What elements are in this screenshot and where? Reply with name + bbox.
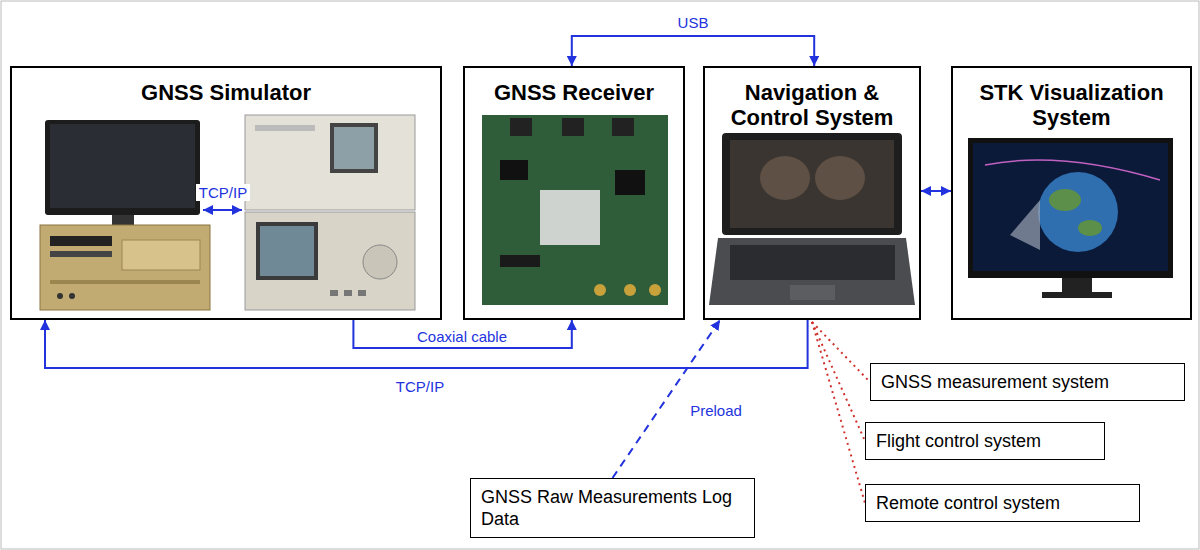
illustration-part xyxy=(615,170,645,195)
data-box: GNSS Raw Measurements Log Data xyxy=(470,478,755,538)
illustration-part xyxy=(562,118,584,136)
subsystem-box: GNSS measurement system xyxy=(870,363,1185,401)
illustration-part xyxy=(1042,292,1112,298)
illustration-part xyxy=(760,156,810,200)
illustration-part xyxy=(1038,172,1118,252)
computer-photo xyxy=(40,120,210,310)
system-box: Navigation & Control System xyxy=(703,66,921,320)
illustration-part xyxy=(57,293,63,299)
laptop-photo xyxy=(709,133,915,305)
simulator-photo xyxy=(245,115,415,310)
coax-link xyxy=(353,320,571,348)
illustration-part xyxy=(344,290,352,296)
box-title: Flight control system xyxy=(876,430,1094,452)
illustration-part xyxy=(50,124,195,208)
illustration-part xyxy=(594,284,606,296)
subsystem-box: Remote control system xyxy=(865,484,1140,522)
illustration-part xyxy=(50,236,112,246)
illustration-part xyxy=(256,222,318,280)
illustration-part xyxy=(112,215,134,225)
illustration-part xyxy=(985,160,1160,180)
link-label: USB xyxy=(675,14,712,31)
illustration-part xyxy=(968,138,1173,278)
illustration-part xyxy=(1010,200,1040,250)
illustration-part xyxy=(482,115,668,305)
illustration-part xyxy=(500,255,540,267)
system-box: STK Visualization System xyxy=(951,66,1192,320)
display-link xyxy=(921,190,951,192)
illustration-part xyxy=(1078,220,1102,236)
tcpip-link xyxy=(203,209,242,211)
illustration-part xyxy=(334,127,374,169)
illustration-part xyxy=(122,240,200,270)
illustration-part xyxy=(730,140,894,228)
box-title: STK Visualization System xyxy=(961,80,1182,130)
link-label: Preload xyxy=(687,402,745,419)
illustration-part xyxy=(45,120,200,215)
illustration-part xyxy=(330,290,338,296)
box-title: Navigation & Control System xyxy=(713,80,911,130)
illustration-part xyxy=(815,156,865,200)
link-label: TCP/IP xyxy=(393,378,447,395)
illustration-part xyxy=(1062,278,1092,292)
illustration-part xyxy=(50,251,112,257)
illustration-part xyxy=(245,115,415,210)
box-title: GNSS measurement system xyxy=(881,371,1174,393)
illustration-part xyxy=(510,118,532,136)
illustration-part xyxy=(624,284,636,296)
illustration-part xyxy=(358,290,366,296)
illustration-part xyxy=(649,284,661,296)
illustration-part xyxy=(260,226,314,276)
link-label: TCP/IP xyxy=(196,184,250,201)
box-title: GNSS Receiver xyxy=(473,80,675,105)
illustration-part xyxy=(40,225,210,310)
box-title: Remote control system xyxy=(876,492,1129,514)
illustration-part xyxy=(69,293,75,299)
illustration-part xyxy=(255,125,315,131)
preload-link xyxy=(613,320,721,478)
receiver-board-photo xyxy=(482,115,668,305)
box-title: GNSS Simulator xyxy=(20,80,432,105)
illustration-part xyxy=(330,123,378,173)
subsystem-link xyxy=(812,322,865,441)
illustration-part xyxy=(50,280,200,284)
illustration-part xyxy=(722,133,902,235)
subsystem-link xyxy=(812,322,865,503)
system-box: GNSS Receiver xyxy=(463,66,685,320)
link-label: Coaxial cable xyxy=(414,328,510,345)
usb-link xyxy=(572,36,814,66)
illustration-part xyxy=(730,245,895,280)
illustration-part xyxy=(500,160,528,180)
illustration-part xyxy=(363,245,397,279)
illustration-part xyxy=(790,285,835,300)
illustration-part xyxy=(1049,189,1081,211)
illustration-part xyxy=(245,212,415,310)
illustration-part xyxy=(709,238,915,305)
illustration-part xyxy=(540,190,600,245)
monitor-photo xyxy=(968,138,1173,298)
illustration-part xyxy=(612,118,634,136)
box-title: GNSS Raw Measurements Log Data xyxy=(481,486,744,530)
illustration-part xyxy=(973,143,1168,271)
subsystem-box: Flight control system xyxy=(865,422,1105,460)
